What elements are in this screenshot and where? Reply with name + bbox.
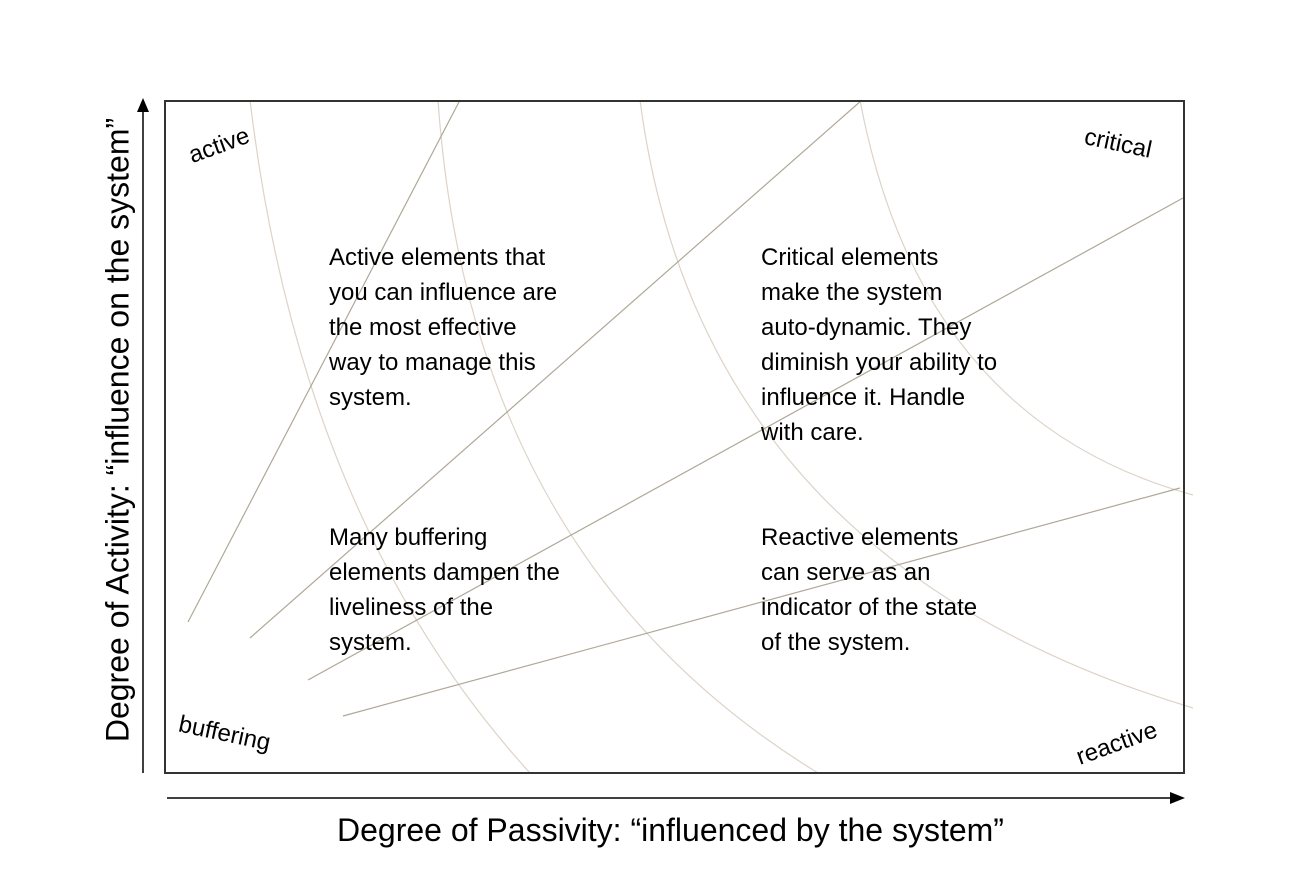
arc-guides [249,99,1194,774]
plot-frame [164,100,1185,774]
y-axis-label: Degree of Activity: “influence on the sy… [99,117,136,743]
diagonal-guide [187,99,461,623]
diagonal-guides [187,99,1184,717]
diagonal-guide [307,197,1184,681]
arc-guide [859,99,1194,496]
diagonal-guide [249,99,863,639]
quadrant-text-reactive: Reactive elements can serve as an indica… [761,524,978,656]
quadrant-text-buffering: Many buffering elements dampen the livel… [329,524,560,656]
arc-guide [249,99,531,774]
quadrant-text-critical: Critical elements make the system auto-d… [761,244,998,446]
diagonal-guide [342,487,1181,717]
arc-guide [437,99,819,774]
quadrant-text-active: Active elements that you can influence a… [329,244,558,411]
x-axis-arrow [167,792,1185,804]
arc-guide [639,99,1194,709]
y-axis-arrow [137,98,149,773]
x-axis-label: Degree of Passivity: “influenced by the … [337,812,1004,848]
